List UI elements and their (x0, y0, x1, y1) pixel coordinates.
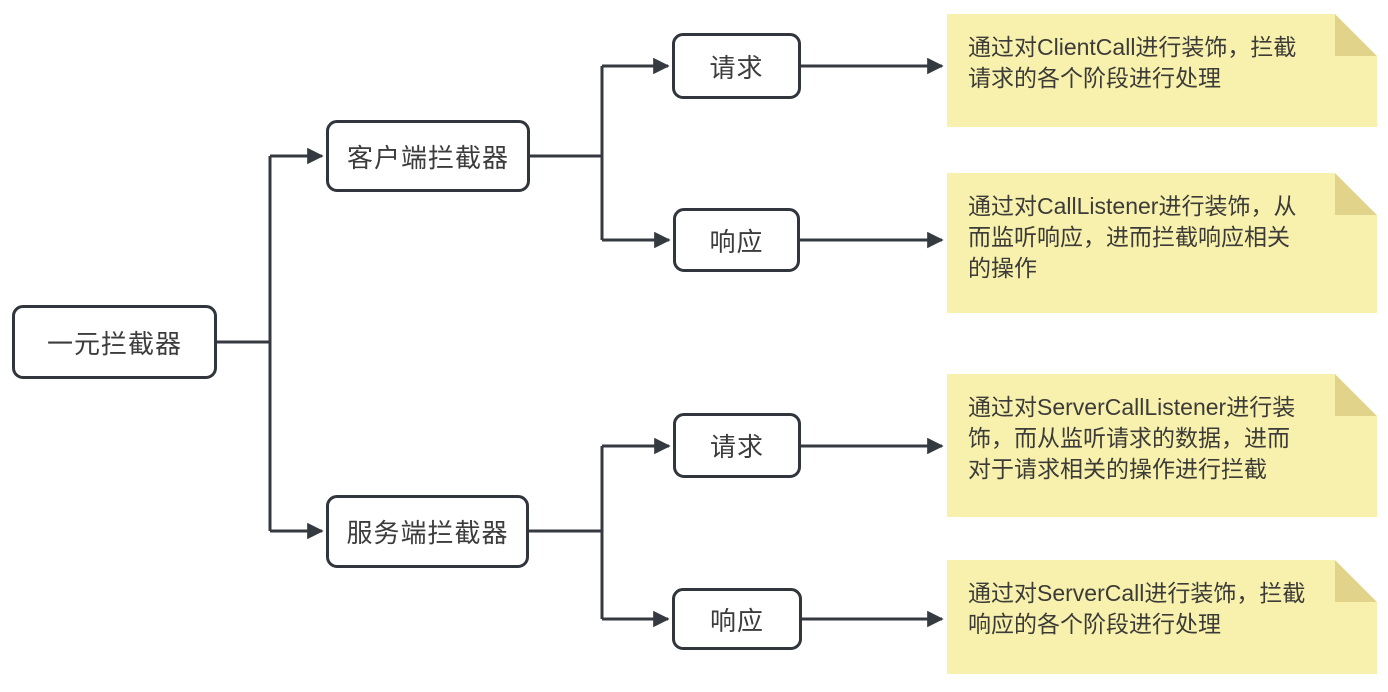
node-client-response[interactable]: 响应 (673, 208, 800, 272)
note-client-response[interactable]: 通过对CallListener进行装饰，从 而监听响应，进而拦截响应相关 的操作 (947, 173, 1377, 313)
node-unary-interceptor-label: 一元拦截器 (46, 328, 182, 359)
node-client-response-label: 响应 (709, 226, 764, 257)
note-server-response-text: 通过对ServerCall进行装饰，拦截 响应的各个阶段进行处理 (968, 580, 1306, 637)
node-server-interceptor[interactable]: 服务端拦截器 (326, 495, 529, 568)
note-client-request[interactable]: 通过对ClientCall进行装饰，拦截 请求的各个阶段进行处理 (947, 14, 1377, 127)
note-client-response-text: 通过对CallListener进行装饰，从 而监听响应，进而拦截响应相关 的操作 (968, 193, 1297, 281)
node-client-request[interactable]: 请求 (672, 33, 801, 99)
note-server-request[interactable]: 通过对ServerCallListener进行装 饰，而从监听请求的数据，进而 … (947, 374, 1377, 517)
node-server-response-label: 响应 (709, 605, 764, 636)
node-server-request-label: 请求 (709, 432, 764, 462)
node-server-response[interactable]: 响应 (672, 588, 802, 650)
node-client-request-label: 请求 (709, 52, 764, 83)
node-server-request[interactable]: 请求 (673, 413, 801, 478)
node-server-interceptor-label: 服务端拦截器 (346, 518, 509, 548)
node-client-interceptor[interactable]: 客户端拦截器 (326, 120, 530, 192)
node-client-interceptor-label: 客户端拦截器 (346, 142, 509, 173)
node-unary-interceptor[interactable]: 一元拦截器 (12, 305, 217, 379)
note-server-response[interactable]: 通过对ServerCall进行装饰，拦截 响应的各个阶段进行处理 (947, 560, 1377, 674)
note-server-request-text: 通过对ServerCallListener进行装 饰，而从监听请求的数据，进而 … (968, 394, 1296, 482)
note-client-request-text: 通过对ClientCall进行装饰，拦截 请求的各个阶段进行处理 (968, 34, 1297, 91)
